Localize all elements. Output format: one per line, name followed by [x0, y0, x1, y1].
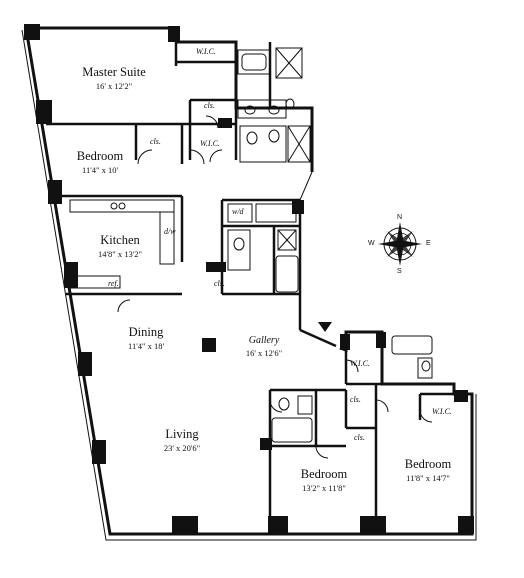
compass-east: E — [426, 240, 431, 247]
label-cls-hall: cls. — [214, 279, 225, 288]
compass-west: W — [368, 240, 375, 247]
compass-south: S — [397, 268, 402, 275]
room-living: Living 23' x 20'6" — [142, 428, 222, 452]
room-kitchen: Kitchen 14'8" x 13'2" — [80, 234, 160, 258]
room-bedroom-right: Bedroom 11'8" x 14'7" — [388, 458, 468, 482]
interior-walls — [46, 42, 454, 534]
room-dimensions: 14'8" x 13'2" — [97, 248, 142, 259]
room-dimensions: 13'2" x 11'8" — [302, 482, 346, 493]
room-dimensions: 16' x 12'6" — [245, 348, 283, 358]
room-dimensions: 16' x 12'2" — [95, 80, 133, 91]
label-cls-bedroom-left: cls. — [150, 137, 161, 146]
room-name: Master Suite — [82, 65, 146, 79]
room-name: Dining — [128, 325, 164, 339]
entry-arrow — [318, 322, 332, 332]
label-wic-gallery: W.I.C. — [350, 359, 370, 368]
room-gallery: Gallery 16' x 12'6" — [224, 336, 304, 358]
room-name: Gallery — [248, 335, 280, 346]
label-wic-master-bottom: W.I.C. — [200, 139, 220, 148]
room-dimensions: 23' x 20'6" — [163, 442, 201, 453]
room-bedroom-center: Bedroom 13'2" x 11'8" — [284, 468, 364, 492]
label-dw: d/w — [164, 227, 176, 236]
columns — [24, 24, 474, 534]
room-master-suite: Master Suite 16' x 12'2" — [64, 66, 164, 90]
room-name: Bedroom — [300, 467, 348, 481]
room-dimensions: 11'8" x 14'7" — [406, 472, 450, 483]
room-bedroom-left: Bedroom 11'4" x 10' — [60, 150, 140, 174]
room-name: Bedroom — [404, 457, 452, 471]
label-wic-master-top: W.I.C. — [196, 47, 216, 56]
label-cls-bedroom-center: cls. — [354, 433, 365, 442]
door-swings — [117, 115, 433, 459]
label-cls-gallery: cls. — [350, 395, 361, 404]
room-dimensions: 11'4" x 18' — [128, 340, 164, 351]
room-name: Living — [165, 427, 199, 441]
label-ref: ref. — [108, 279, 119, 288]
label-cls-master: cls. — [204, 101, 215, 110]
room-dimensions: 11'4" x 10' — [82, 164, 118, 175]
compass-rose — [378, 222, 422, 266]
room-name: Bedroom — [76, 149, 124, 163]
room-name: Kitchen — [100, 233, 140, 247]
compass-north: N — [397, 214, 403, 221]
label-wic-bedroom-right: W.I.C. — [432, 407, 452, 416]
room-dining: Dining 11'4" x 18' — [106, 326, 186, 350]
label-wd: w/d — [232, 207, 244, 216]
